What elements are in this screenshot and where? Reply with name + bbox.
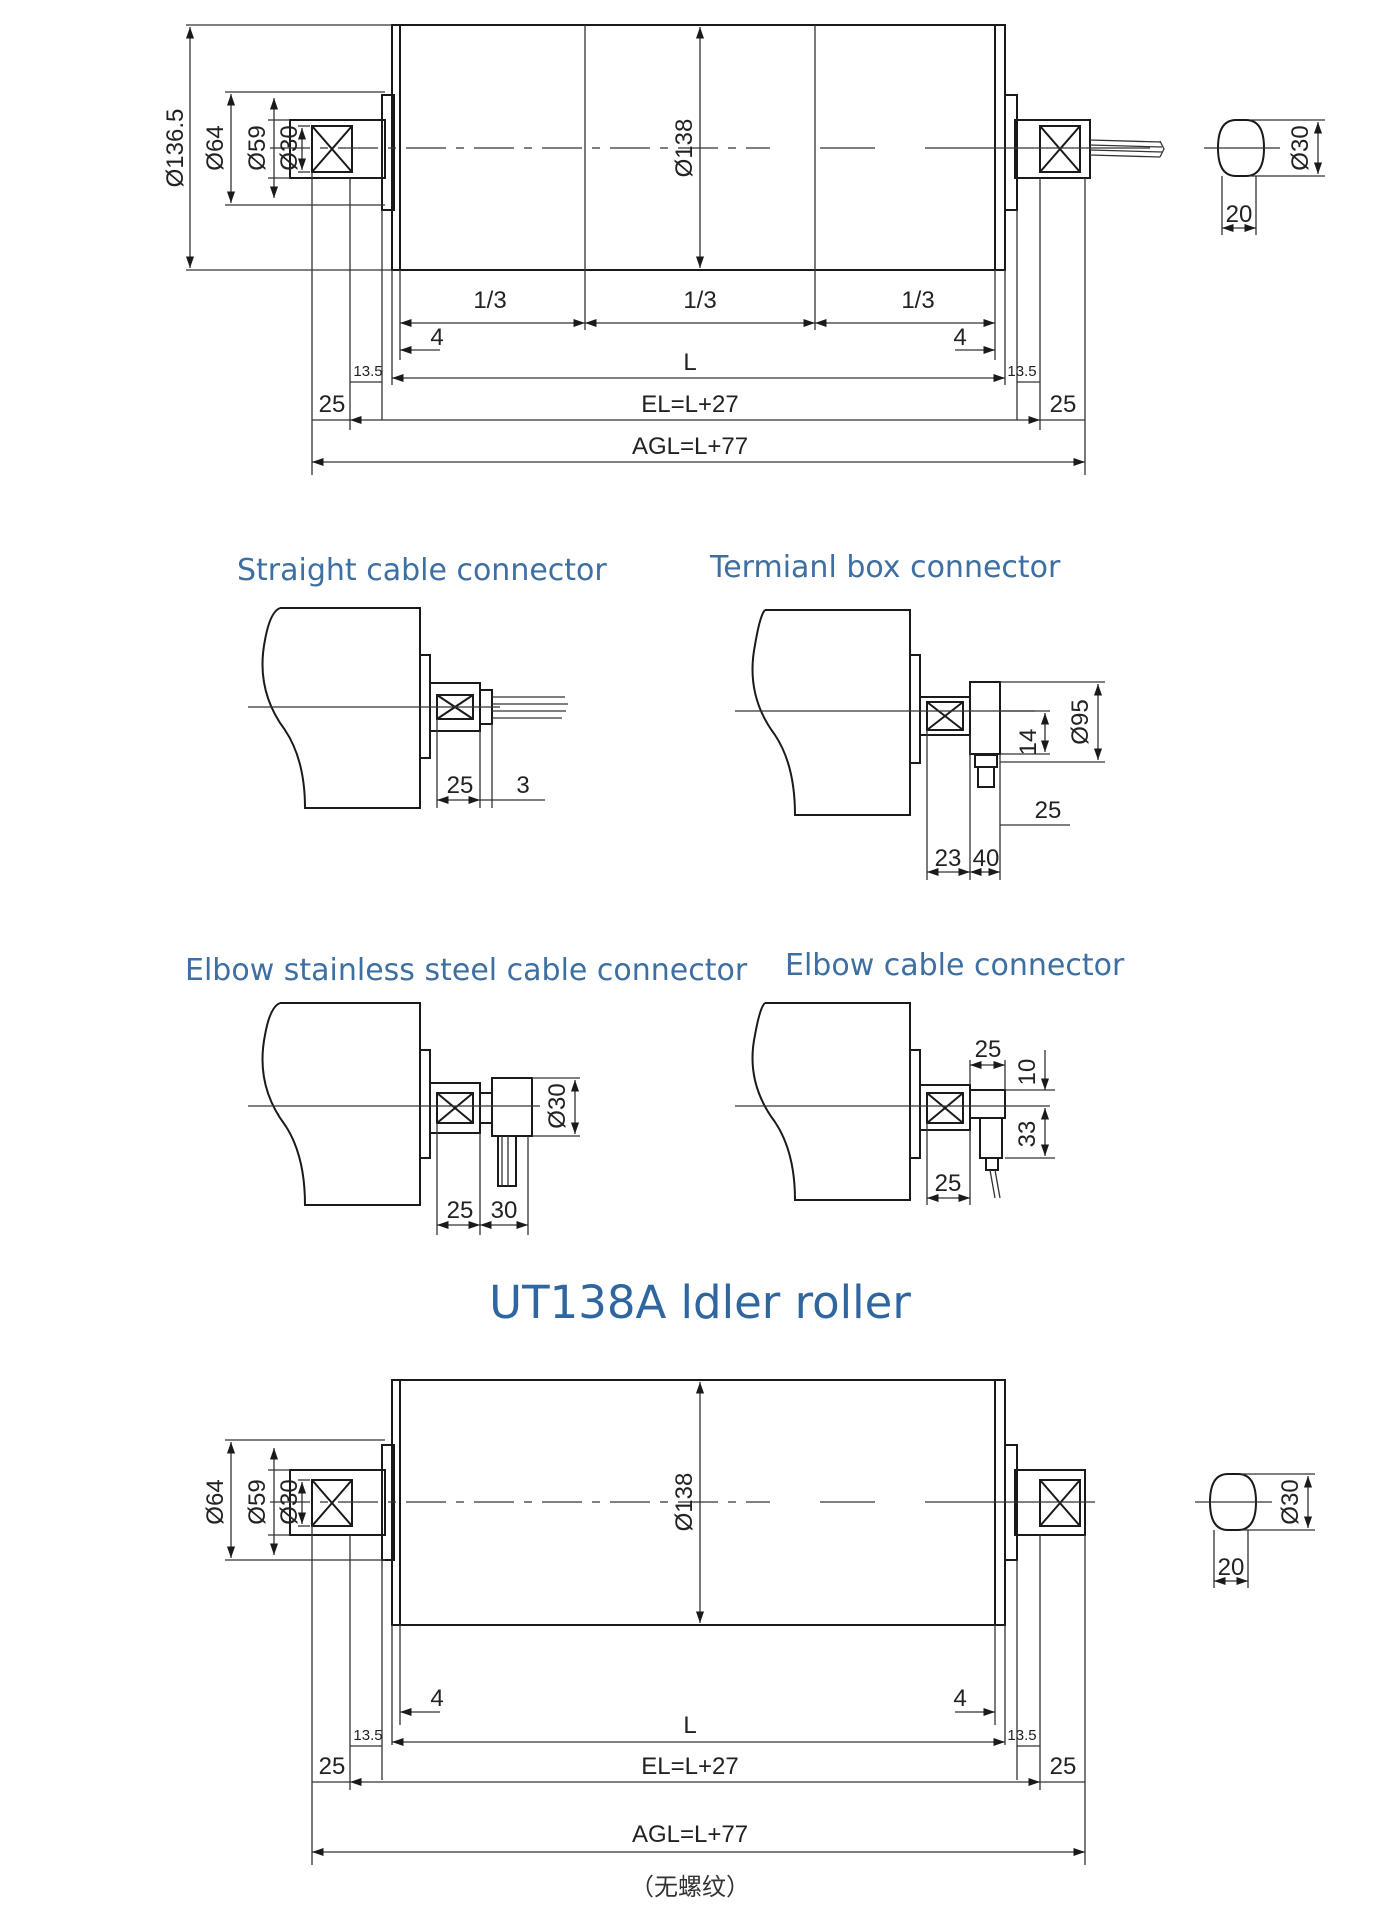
dim-terminal-23: 23 <box>935 845 962 872</box>
idler-dim-shaft-end-dia: Ø30 <box>1277 1479 1304 1524</box>
dim-elbow-33: 33 <box>1014 1121 1041 1148</box>
bearing-symbol <box>1039 125 1081 173</box>
bearing-symbol <box>311 125 353 173</box>
dim-length: L <box>683 349 696 376</box>
dim-dia-59: Ø59 <box>244 125 271 170</box>
idler-dim-dia-30: Ø30 <box>276 1479 303 1524</box>
dim-elbow-10: 10 <box>1014 1059 1041 1086</box>
dim-third-1: 1/3 <box>473 287 506 314</box>
connector-title-elbow-cable: Elbow cable connector <box>785 948 1125 983</box>
dim-gap-left: 4 <box>430 324 443 351</box>
dim-shaft-right: 25 <box>1050 391 1077 418</box>
idler-shaft-end-view: Ø30 20 <box>1195 1473 1315 1588</box>
elbow-stainless-connector: Elbow stainless steel cable connector Ø3… <box>185 953 748 1235</box>
bearing-symbol <box>1039 1479 1081 1527</box>
dim-elbow-25-bottom: 25 <box>935 1170 962 1197</box>
dim-terminal-dia-95: Ø95 <box>1067 699 1094 744</box>
dim-shaft-end-flat: 20 <box>1226 201 1253 228</box>
dim-gap-right: 4 <box>953 324 966 351</box>
idler-dim-shaft-end-flat: 20 <box>1218 1554 1245 1581</box>
idler-dim-length: L <box>683 1712 696 1739</box>
dim-straight-3: 3 <box>516 772 529 799</box>
idler-dim-agl: AGL=L+77 <box>632 1821 748 1848</box>
dim-dia-138: Ø138 <box>671 119 698 178</box>
dim-elbow-ss-dia-30: Ø30 <box>544 1083 571 1128</box>
bearing-symbol <box>311 1479 353 1527</box>
dim-dia-30: Ø30 <box>276 125 303 170</box>
dim-terminal-40: 40 <box>973 845 1000 872</box>
motorized-roller-drawing: Ø136.5 Ø64 Ø59 Ø30 Ø138 1/3 1/3 1/3 4 4 <box>162 24 1325 475</box>
idler-dim-shaft-right: 25 <box>1050 1753 1077 1780</box>
cable <box>1089 139 1165 158</box>
dim-straight-25: 25 <box>447 772 474 799</box>
idler-dim-dia-138: Ø138 <box>671 1473 698 1532</box>
dim-flange-right: 13.5 <box>1007 363 1036 380</box>
dim-dia-64: Ø64 <box>202 125 229 170</box>
idler-dim-dia-64: Ø64 <box>202 1479 229 1524</box>
idler-dim-flange-right: 13.5 <box>1007 1727 1036 1744</box>
connector-title-elbow-stainless: Elbow stainless steel cable connector <box>185 953 748 988</box>
dim-elbow-ss-25: 25 <box>447 1197 474 1224</box>
dim-el: EL=L+27 <box>641 391 738 418</box>
dim-agl: AGL=L+77 <box>632 433 748 460</box>
dim-terminal-25: 25 <box>1035 797 1062 824</box>
dim-elbow-ss-30: 30 <box>491 1197 518 1224</box>
dim-elbow-25-top: 25 <box>975 1036 1002 1063</box>
dim-third-2: 1/3 <box>683 287 716 314</box>
idler-dim-gap-left: 4 <box>430 1685 443 1712</box>
connector-title-straight: Straight cable connector <box>237 553 607 588</box>
idler-note-no-thread: （无螺纹） <box>630 1873 750 1901</box>
shaft-end-view: Ø30 20 <box>1204 119 1325 235</box>
dim-flange-left: 13.5 <box>353 363 382 380</box>
connector-title-terminal: Termianl box connector <box>709 550 1061 585</box>
dim-dia-136-5: Ø136.5 <box>162 109 189 188</box>
idler-dim-gap-right: 4 <box>953 1685 966 1712</box>
dim-third-3: 1/3 <box>901 287 934 314</box>
dim-terminal-14: 14 <box>1015 729 1042 756</box>
dim-shaft-left: 25 <box>319 391 346 418</box>
elbow-cable-connector: Elbow cable connector 25 10 33 25 <box>735 948 1125 1205</box>
idler-dim-flange-left: 13.5 <box>353 1727 382 1744</box>
idler-dim-dia-59: Ø59 <box>244 1479 271 1524</box>
idler-title: UT138A ldler roller <box>489 1276 911 1329</box>
idler-dim-shaft-left: 25 <box>319 1753 346 1780</box>
idler-roller-drawing: Ø64 Ø59 Ø30 Ø138 4 4 L 13.5 13.5 EL=L+27… <box>202 1379 1315 1901</box>
idler-dim-el: EL=L+27 <box>641 1753 738 1780</box>
terminal-box-connector: Termianl box connector Ø95 14 25 23 40 <box>709 550 1105 880</box>
dim-shaft-end-dia: Ø30 <box>1287 125 1314 170</box>
straight-cable-connector: Straight cable connector 25 3 <box>237 553 607 809</box>
